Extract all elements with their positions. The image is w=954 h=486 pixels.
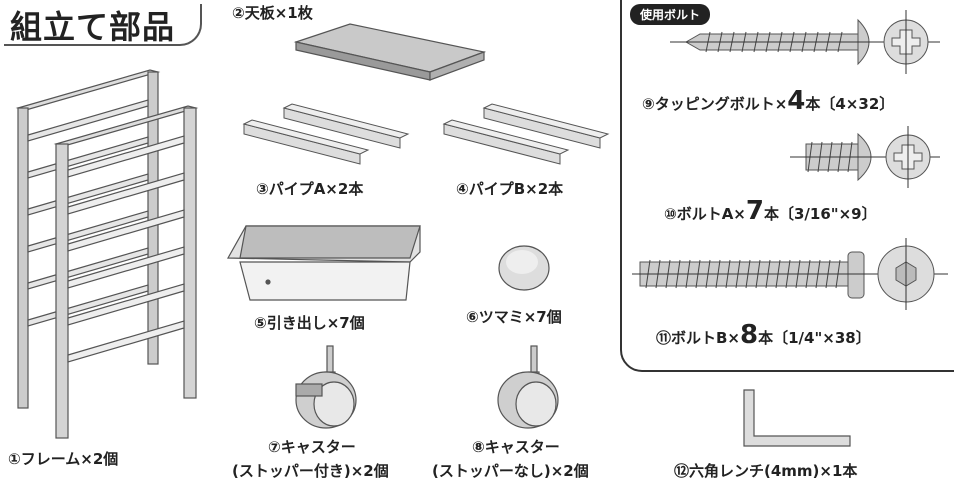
tapping-bolt-drawing [670, 10, 940, 74]
bolt-a-spec: 本〔3/16"×9〕 [763, 205, 877, 223]
label-pipe-b: ④パイプB×2本 [456, 180, 564, 198]
tapping-bolt-spec: 本〔4×32〕 [805, 95, 895, 113]
label-bolt-a: ⑩ボルトA×7本〔3/16"×9〕 [664, 196, 877, 226]
label-frame: ①フレーム×2個 [8, 450, 119, 468]
bolt-a-text: ⑩ボルトA× [664, 205, 746, 223]
pipe-a-drawing [242, 103, 410, 165]
tapping-bolt-text: ⑨タッピングボルト× [642, 95, 788, 113]
label-hex-wrench: ⑫六角レンチ(4mm)×1本 [674, 462, 858, 480]
top-board-drawing [293, 23, 487, 81]
bolt-b-spec: 本〔1/4"×38〕 [758, 329, 871, 347]
frame-drawing [15, 69, 199, 439]
drawer-drawing [226, 225, 421, 301]
label-caster-stopper-line2: (ストッパー付き)×2個 [232, 462, 389, 480]
label-top-board: ②天板×1枚 [232, 4, 313, 22]
bolt-a-qty: 7 [745, 196, 764, 226]
label-pipe-a: ③パイプA×2本 [256, 180, 364, 198]
tapping-bolt-qty: 4 [787, 86, 806, 116]
bolt-b-qty: 8 [740, 320, 759, 350]
label-tapping-bolt: ⑨タッピングボルト×4本〔4×32〕 [642, 86, 894, 116]
label-caster-stopper-line1: ⑦キャスター [268, 438, 356, 456]
label-caster-line2: (ストッパーなし)×2個 [432, 462, 589, 480]
label-bolt-b: ⑪ボルトB×8本〔1/4"×38〕 [656, 320, 871, 350]
bolt-section-label: 使用ボルト [630, 4, 711, 25]
caster-stopper-drawing [295, 345, 357, 429]
pipe-b-drawing [442, 103, 610, 165]
bolt-b-drawing [632, 238, 948, 310]
bolt-b-text: ⑪ボルトB× [656, 329, 741, 347]
caster-drawing [497, 345, 559, 429]
hex-wrench-drawing [743, 389, 851, 447]
page-title: 組立て部品 [10, 8, 176, 46]
knob-drawing [498, 245, 550, 291]
label-knob: ⑥ツマミ×7個 [466, 308, 562, 326]
title-tab [4, 4, 202, 46]
label-drawer: ⑤引き出し×7個 [254, 314, 365, 332]
bolt-a-drawing [790, 126, 940, 188]
label-caster-line1: ⑧キャスター [472, 438, 560, 456]
